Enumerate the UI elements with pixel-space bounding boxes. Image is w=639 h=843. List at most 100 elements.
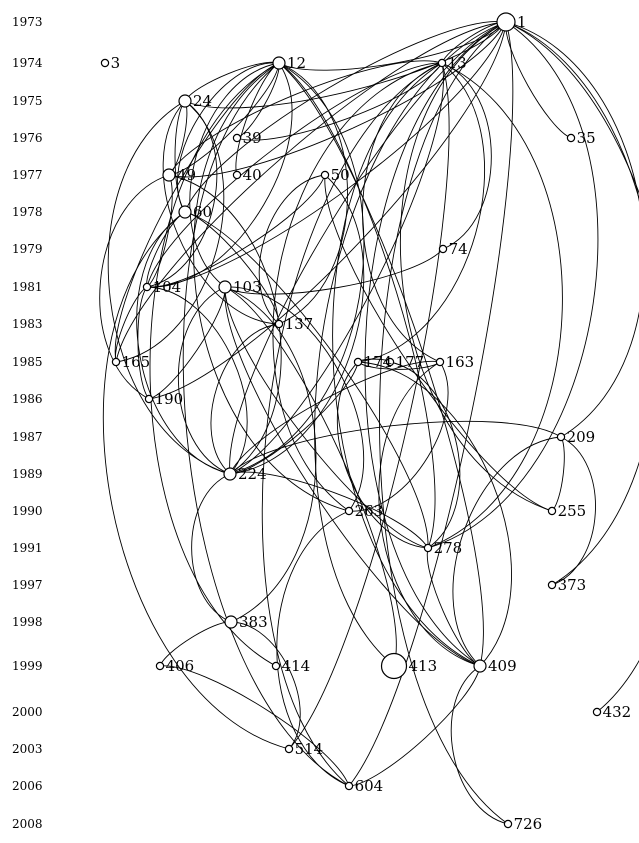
node-49 [162, 168, 176, 182]
edge-12-60 [177, 62, 280, 213]
edge-1-224 [229, 21, 507, 475]
edge-13-278 [427, 62, 563, 549]
edge-174-409 [357, 361, 512, 667]
edge-12-137 [278, 62, 348, 325]
node-label-726: 726 [514, 815, 543, 833]
edge-13-409 [332, 62, 481, 667]
edge-1-35 [505, 21, 572, 139]
node-383 [224, 615, 238, 629]
node-604 [344, 781, 354, 791]
year-label: 1990 [12, 504, 43, 518]
node-label-3: 3 [111, 54, 121, 72]
edge-209-224 [229, 420, 562, 475]
node-40 [232, 170, 242, 180]
node-label-413: 413 [409, 657, 438, 675]
edge-103-409 [224, 286, 481, 667]
edge-383-514 [230, 621, 301, 750]
node-278 [423, 543, 433, 553]
edge-12-24 [184, 61, 280, 102]
year-label: 1986 [12, 392, 43, 406]
edge-13-104 [146, 62, 443, 288]
year-label: 1976 [12, 131, 43, 145]
node-74 [438, 244, 448, 254]
node-263 [344, 506, 354, 516]
edge-13-163 [362, 62, 443, 363]
edge-1-209 [505, 21, 639, 438]
edge-163-224 [229, 360, 441, 475]
node-label-103: 103 [233, 278, 262, 296]
node-726 [503, 819, 513, 829]
edge-1-24 [184, 21, 507, 109]
edge-1-373 [505, 21, 639, 586]
edge-49-190 [99, 174, 170, 400]
edge-137-224 [210, 323, 280, 475]
node-409 [473, 659, 487, 673]
edge-12-278 [278, 62, 436, 549]
node-13 [437, 58, 447, 68]
node-1 [496, 12, 516, 32]
node-label-406: 406 [166, 657, 195, 675]
year-label: 1987 [12, 430, 43, 444]
node-413 [380, 652, 408, 680]
edge-263-604 [276, 510, 350, 787]
edge-50-104 [146, 174, 326, 288]
edge-24-165 [115, 100, 225, 363]
edge-24-60 [174, 100, 186, 213]
edge-1-104 [146, 21, 507, 288]
edge-13-224 [229, 62, 444, 475]
node-label-35: 35 [577, 129, 596, 147]
year-label: 1977 [12, 168, 43, 182]
edge-12-414 [149, 62, 280, 667]
edge-104-165 [114, 286, 148, 363]
node-224 [223, 467, 237, 481]
node-24 [178, 94, 192, 108]
edge-209-373 [551, 436, 596, 586]
node-label-13: 13 [448, 54, 467, 72]
edge-224-278 [229, 471, 429, 549]
edge-12-49 [168, 62, 280, 176]
edge-24-224 [107, 100, 231, 475]
edge-1-49 [168, 21, 507, 178]
node-label-24: 24 [193, 92, 212, 110]
edge-50-224 [229, 174, 365, 475]
year-axis: 1973197419751976197719781979198119831985… [12, 15, 43, 831]
node-209 [556, 432, 566, 442]
node-373 [547, 580, 557, 590]
edge-104-224 [146, 286, 248, 475]
year-label: 1978 [12, 205, 43, 219]
edge-60-514 [102, 211, 290, 750]
edge-1-278 [427, 21, 599, 549]
nodes [100, 12, 602, 829]
edge-177-278 [389, 361, 461, 549]
node-label-1: 1 [517, 13, 527, 31]
node-3 [100, 58, 110, 68]
node-177 [385, 357, 395, 367]
edge-209-409 [452, 436, 562, 667]
edge-104-190 [137, 286, 150, 400]
node-103 [218, 280, 232, 294]
edge-12-409 [278, 62, 484, 667]
year-label: 1974 [12, 56, 43, 70]
edges [99, 21, 639, 825]
edge-13-39 [236, 62, 443, 141]
edge-12-104 [146, 62, 293, 288]
node-137 [274, 319, 284, 329]
node-label-104: 104 [153, 278, 182, 296]
edge-12-40 [235, 62, 280, 176]
edge-1-604 [348, 21, 514, 787]
edge-12-39 [236, 62, 280, 139]
node-label-209: 209 [567, 428, 596, 446]
node-label-40: 40 [243, 166, 262, 184]
edge-103-263 [224, 286, 365, 512]
edge-209-255 [551, 436, 565, 512]
edge-13-263 [272, 62, 443, 512]
year-label: 1975 [12, 94, 43, 108]
node-label-165: 165 [122, 353, 151, 371]
edge-174-278 [336, 361, 429, 549]
edge-103-383 [224, 286, 317, 623]
node-label-50: 50 [331, 166, 350, 184]
edge-60-278 [184, 211, 429, 549]
year-label: 1983 [12, 317, 43, 331]
edge-406-604 [159, 665, 350, 787]
